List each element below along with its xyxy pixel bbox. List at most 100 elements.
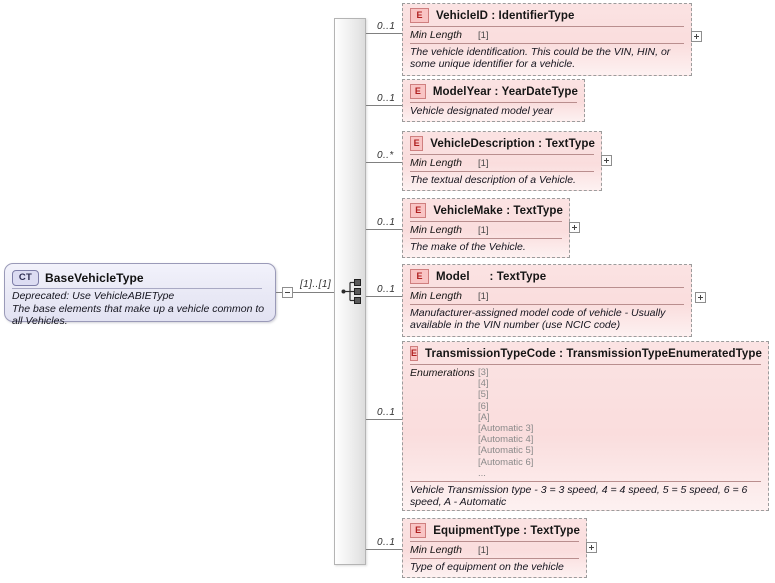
- facet-value: [1]: [478, 30, 489, 41]
- plus-toggle-icon-vehicleid[interactable]: [691, 31, 702, 42]
- enumeration-value: [Automatic 4]: [478, 434, 534, 446]
- plus-toggle-icon-model[interactable]: [695, 292, 706, 303]
- element-box-modelyear[interactable]: E ModelYear : YearDateType Vehicle desig…: [402, 79, 585, 122]
- connector-to-vehicleid: [366, 33, 402, 34]
- facet-name: Min Length: [410, 29, 462, 41]
- element-badge: E: [410, 84, 426, 99]
- facet-row-minlength: Min Length [1]: [403, 222, 569, 238]
- element-divider: [410, 102, 577, 103]
- cardinality-modelyear: 0..1: [377, 93, 396, 104]
- element-documentation: The textual description of a Vehicle.: [410, 174, 576, 186]
- cardinality-transmissiontypecode: 0..1: [377, 407, 396, 418]
- facet-name: Min Length: [410, 544, 462, 556]
- element-documentation: The make of the Vehicle.: [410, 241, 526, 253]
- complextype-doc-line-2: The base elements that make up a vehicle…: [12, 302, 265, 328]
- complextype-header: CT BaseVehicleType: [5, 264, 275, 288]
- facet-row-minlength: Min Length [1]: [403, 27, 691, 43]
- element-box-vehicledescription[interactable]: E VehicleDescription : TextType Min Leng…: [402, 131, 602, 191]
- element-title: ModelYear : YearDateType: [432, 85, 578, 98]
- facet-row-enumerations: Enumerations [3] [4] [5] [6] [A] [Automa…: [403, 365, 768, 481]
- complextype-doc-line-1: Deprecated: Use VehicleABIEType: [12, 290, 175, 302]
- enumeration-value: [Automatic 6]: [478, 456, 534, 468]
- complextype-box-basevehicletype[interactable]: CT BaseVehicleType Deprecated: Use Vehic…: [4, 263, 276, 327]
- element-divider-top: [410, 26, 684, 27]
- complextype-name: BaseVehicleType: [45, 270, 144, 285]
- element-divider-bottom: [410, 558, 579, 559]
- element-title: Model : TextType: [436, 270, 547, 283]
- cardinality-model: 0..1: [377, 284, 396, 295]
- connector-to-vehicledescription: [366, 162, 402, 163]
- facet-name: Enumerations: [410, 367, 475, 379]
- facet-value: [1]: [478, 291, 489, 302]
- element-documentation: The vehicle identification. This could b…: [410, 46, 671, 71]
- complextype-badge: CT: [12, 269, 39, 286]
- connector-to-modelyear: [366, 105, 402, 106]
- element-divider-top: [410, 221, 562, 222]
- complextype-documentation: Deprecated: Use VehicleABIEType The base…: [12, 290, 274, 328]
- facet-row-minlength: Min Length [1]: [403, 155, 601, 171]
- element-divider-bottom: [410, 238, 562, 239]
- element-divider-bottom: [410, 481, 761, 483]
- element-divider-bottom: [410, 304, 684, 305]
- element-divider-top: [410, 364, 761, 365]
- element-badge: E: [410, 203, 427, 218]
- facet-row-minlength: Min Length [1]: [403, 542, 586, 558]
- element-documentation: Vehicle Transmission type - 3 = 3 speed,…: [410, 484, 748, 509]
- element-header-vehicledescription: E VehicleDescription : TextType: [403, 132, 601, 154]
- enumeration-value: [5]: [478, 389, 489, 401]
- connector-to-equipmenttype: [366, 549, 402, 550]
- enumeration-value: [4]: [478, 378, 489, 390]
- plus-toggle-icon-equipmenttype[interactable]: [586, 542, 597, 553]
- element-header-transmissiontypecode: E TransmissionTypeCode : TransmissionTyp…: [403, 342, 768, 364]
- cardinality-equipmenttype: 0..1: [377, 537, 396, 548]
- element-divider-top: [410, 154, 594, 155]
- minus-toggle-icon[interactable]: [282, 287, 293, 298]
- element-box-model[interactable]: E Model : TextType Min Length [1] Manufa…: [402, 264, 692, 337]
- element-title: EquipmentType : TextType: [433, 524, 580, 537]
- enumeration-value: [3]: [478, 367, 489, 378]
- element-badge: E: [410, 523, 427, 538]
- element-box-vehiclemake[interactable]: E VehicleMake : TextType Min Length [1] …: [402, 198, 570, 258]
- facet-name: Min Length: [410, 224, 462, 236]
- element-divider-bottom: [410, 43, 684, 44]
- enumeration-value: [6]: [478, 400, 489, 412]
- element-box-equipmenttype[interactable]: E EquipmentType : TextType Min Length [1…: [402, 518, 587, 578]
- element-title: TransmissionTypeCode : TransmissionTypeE…: [425, 347, 762, 360]
- element-title: VehicleMake : TextType: [433, 204, 563, 217]
- facet-name: Min Length: [410, 157, 462, 169]
- connector-ct-to-toggle: [276, 292, 282, 293]
- element-divider-top: [410, 287, 684, 288]
- element-header-vehiclemake: E VehicleMake : TextType: [403, 199, 569, 221]
- element-divider-bottom: [410, 171, 594, 172]
- element-documentation: Manufacturer-assigned model code of vehi…: [410, 307, 666, 332]
- element-badge: E: [410, 269, 429, 284]
- enumeration-value: [Automatic 3]: [478, 423, 534, 435]
- enumeration-value-ellipsis: ...: [478, 467, 486, 479]
- plus-toggle-icon-vehiclemake[interactable]: [569, 222, 580, 233]
- cardinality-vehiclemake: 0..1: [377, 217, 396, 228]
- enumeration-value: [A]: [478, 411, 490, 423]
- element-documentation: Type of equipment on the vehicle: [410, 561, 564, 573]
- element-title: VehicleDescription : TextType: [430, 137, 595, 150]
- plus-toggle-icon-vehicledescription[interactable]: [601, 155, 612, 166]
- element-header-modelyear: E ModelYear : YearDateType: [403, 80, 584, 102]
- facet-value: [1]: [478, 225, 489, 236]
- cardinality-vehicleid: 0..1: [377, 21, 396, 32]
- facet-name: Min Length: [410, 290, 462, 302]
- connector-to-model: [366, 296, 402, 297]
- facet-row-minlength: Min Length [1]: [403, 288, 691, 304]
- facet-value: [1]: [478, 158, 489, 169]
- element-badge: E: [410, 346, 419, 361]
- facet-enumeration-list: [3] [4] [5] [6] [A] [Automatic 3] [Autom…: [478, 367, 533, 479]
- element-box-transmissiontypecode[interactable]: E TransmissionTypeCode : TransmissionTyp…: [402, 341, 769, 511]
- element-header-vehicleid: E VehicleID : IdentifierType: [403, 4, 691, 26]
- cardinality-vehicledescription: 0..*: [377, 150, 394, 161]
- sequence-compositor-icon[interactable]: [341, 279, 364, 304]
- element-box-vehicleid[interactable]: E VehicleID : IdentifierType Min Length …: [402, 3, 692, 76]
- complextype-divider: [12, 288, 262, 289]
- connector-to-vehiclemake: [366, 229, 402, 230]
- element-header-model: E Model : TextType: [403, 265, 691, 287]
- element-header-equipmenttype: E EquipmentType : TextType: [403, 519, 586, 541]
- enumeration-value: [Automatic 5]: [478, 445, 534, 457]
